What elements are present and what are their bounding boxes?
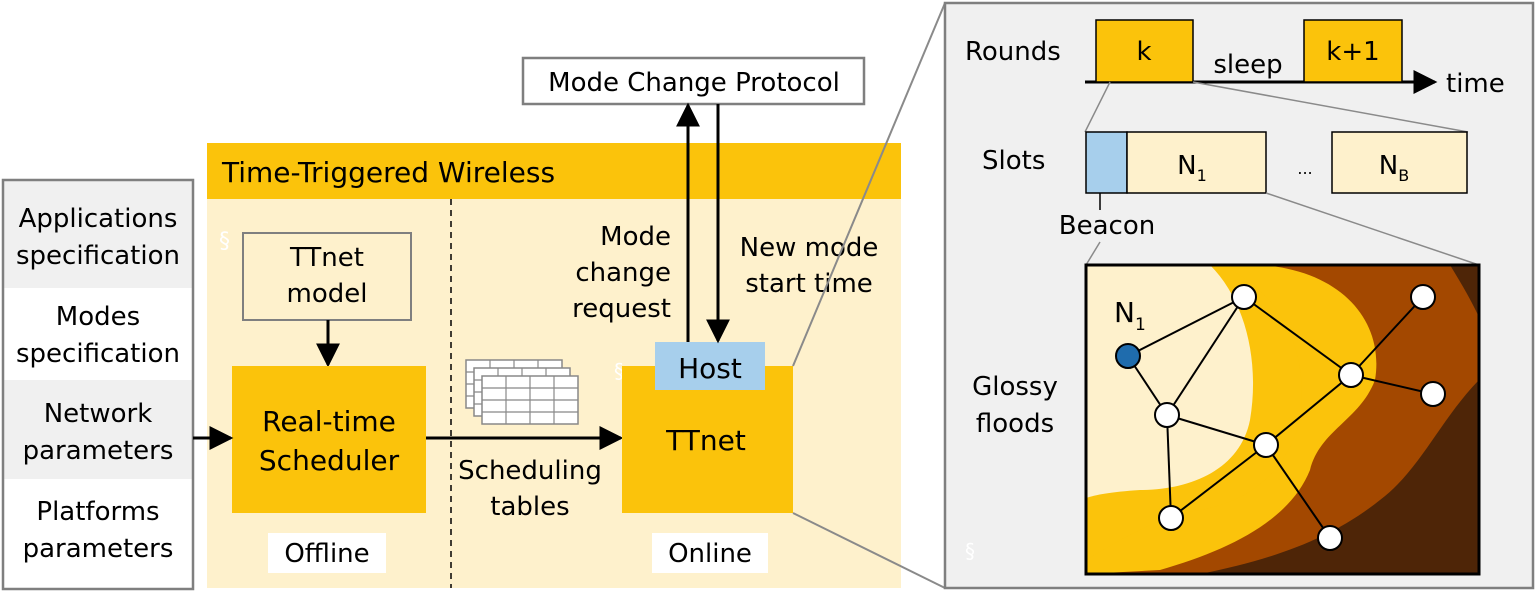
host-box: Host [655, 342, 765, 390]
round-k-block [1095, 19, 1194, 83]
scheduler-box: Real-time Scheduler [232, 366, 426, 513]
beacon-label: Beacon [1059, 211, 1155, 241]
slot-ellipsis: ... [1297, 159, 1312, 178]
input-row-bg-3 [3, 380, 193, 479]
mode-change-protocol-box: Mode Change Protocol [521, 56, 866, 106]
ttnet-label: TTnet [665, 424, 746, 457]
section-mark-middle: § [614, 359, 624, 383]
input-row-bg-1 [3, 180, 193, 288]
round-k1-block [1303, 19, 1403, 83]
ttnet-model-line1: TTnet [289, 243, 364, 273]
slot-zoom-left [1085, 241, 1101, 266]
flood-node [1420, 381, 1446, 407]
offline-label-bg [268, 533, 386, 573]
scheduling-tables-line2: tables [490, 492, 569, 522]
zoom-line-top [792, 2, 946, 367]
glossy-line1: Glossy [972, 372, 1058, 402]
flood-node [1158, 505, 1184, 531]
round-zoom-left [1084, 81, 1111, 133]
online-label-bg [652, 533, 768, 573]
flood-zone-light [1086, 265, 1254, 498]
input-platforms-line1: Platforms [36, 497, 159, 527]
glossy-line2: floods [976, 409, 1054, 439]
scheduler-line2: Scheduler [259, 444, 400, 477]
slot-zoom-right [1265, 192, 1480, 266]
flood-node [1317, 525, 1343, 551]
flood-map: N1 § [965, 263, 1481, 576]
mode-change-request-line1: Mode [600, 222, 671, 252]
input-platforms-line2: parameters [23, 534, 174, 564]
flood-node [1253, 432, 1279, 458]
input-applications-line1: Applications [19, 204, 178, 234]
flood-node [1154, 402, 1180, 428]
slot-nb [1331, 131, 1468, 194]
slot-n1 [1126, 131, 1267, 194]
slot-n1-label: N1 [1177, 151, 1207, 185]
ttnet-model-line2: model [287, 279, 368, 309]
input-applications-line2: specification [16, 241, 180, 271]
beacon-slot [1085, 131, 1128, 194]
slots-label: Slots [982, 146, 1045, 176]
zoom-line-bottom [792, 512, 946, 589]
ttw-title-bar [207, 143, 901, 199]
flood-node [1410, 284, 1436, 310]
mode-change-request-line2: change [575, 258, 671, 288]
node-n1 [1115, 343, 1141, 369]
scheduling-tables-line1: Scheduling [458, 456, 602, 486]
online-label: Online [668, 539, 752, 569]
round-k-label: k [1136, 37, 1151, 67]
slot-nb-label: NB [1379, 151, 1409, 185]
input-network-line2: parameters [23, 436, 174, 466]
round-k1-label: k+1 [1326, 37, 1379, 67]
mode-change-protocol-label: Mode Change Protocol [548, 68, 840, 98]
detail-panel: Rounds k sleep k+1 time Slots N1 ... NB … [943, 1, 1535, 590]
input-network-line1: Network [44, 399, 153, 429]
rounds-label: Rounds [965, 37, 1061, 67]
flood-node [1338, 362, 1364, 388]
inputs-box: Applications specification Modes specifi… [1, 178, 195, 591]
scheduler-line1: Real-time [262, 405, 396, 438]
ttnet-model-box: TTnet model [242, 232, 412, 321]
section-mark-left: § [219, 229, 230, 254]
flood-node [1231, 284, 1257, 310]
new-mode-start-line1: New mode [740, 233, 879, 263]
round-zoom-right [1192, 81, 1469, 133]
ttw-title: Time-Triggered Wireless [221, 156, 555, 189]
section-mark-detail: § [965, 539, 975, 563]
table-stack-icon [465, 359, 579, 425]
inputs-border [1, 178, 195, 591]
flood-map-border [1084, 263, 1481, 576]
input-modes-line1: Modes [56, 302, 140, 332]
sleep-label: sleep [1213, 50, 1282, 80]
input-modes-line2: specification [16, 339, 180, 369]
node-n1-label: N1 [1114, 296, 1146, 335]
new-mode-start-line2: start time [745, 269, 873, 299]
host-label: Host [678, 352, 742, 385]
ttnet-box: TTnet [622, 366, 793, 513]
time-label: time [1446, 69, 1505, 99]
offline-label: Offline [284, 539, 369, 569]
mode-change-request-line3: request [572, 294, 671, 324]
